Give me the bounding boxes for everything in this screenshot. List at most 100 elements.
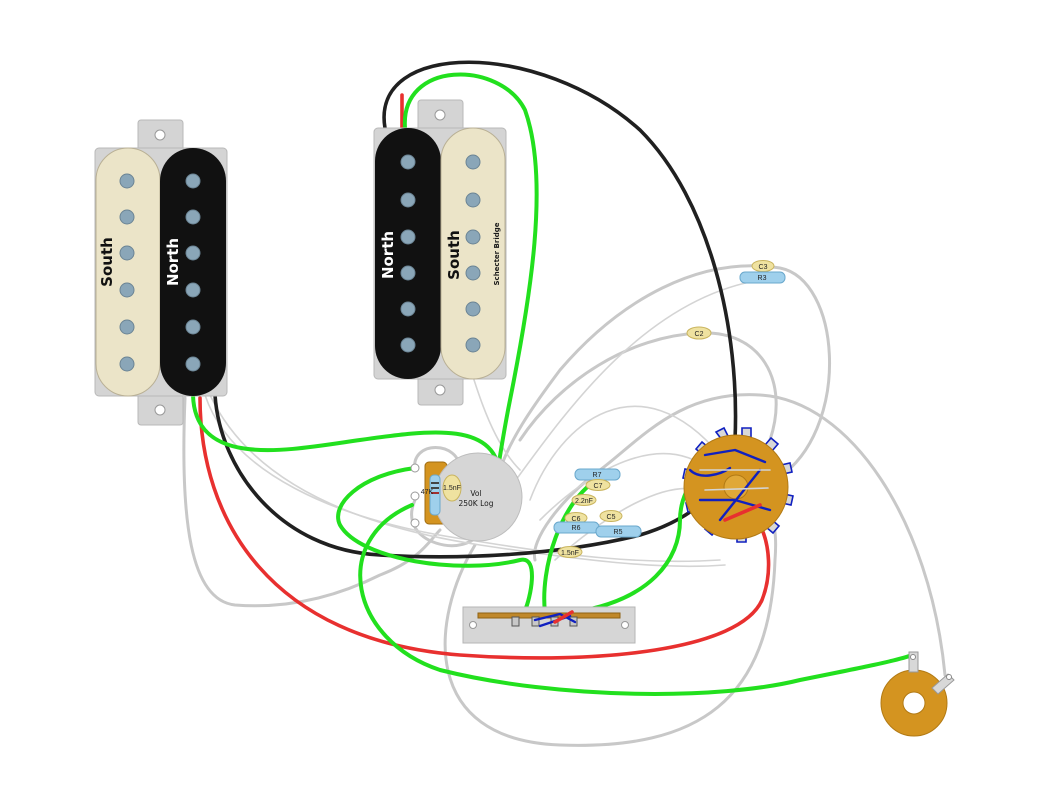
pot-lug <box>410 491 420 501</box>
capacitor-1-5nf <box>557 546 583 558</box>
capacitor-c7-label: C7 <box>594 483 603 490</box>
pole-piece <box>465 301 481 317</box>
neck-screw-hole-bottom <box>154 404 166 416</box>
bridge-coil-left-label: North <box>379 231 397 279</box>
pot-resistor-label: 47K <box>421 489 434 496</box>
resistor-band <box>431 482 439 484</box>
bridge-screw-hole-top <box>434 109 446 121</box>
resistor-band <box>431 487 439 489</box>
pot-lug <box>410 463 420 473</box>
neck-coil-north <box>160 148 226 396</box>
switch-jumper <box>718 468 762 522</box>
capacitor-1-5nf-label: 1.5nF <box>561 550 579 557</box>
volume-pot: Vol 250K Log 47K 1.5nF <box>410 452 523 542</box>
resistor-r5-label: R5 <box>614 529 623 536</box>
capacitor-2-2nf-label: 2.2nF <box>575 498 593 505</box>
pole-piece <box>400 301 416 317</box>
pole-piece <box>400 265 416 281</box>
selector-plate <box>462 606 636 644</box>
pole-piece <box>119 173 135 189</box>
wire-green-neck-to-pot <box>191 393 502 482</box>
pole-piece <box>119 356 135 372</box>
neck-coil-left-label: South <box>98 237 116 287</box>
pole-piece <box>400 229 416 245</box>
pole-piece <box>465 192 481 208</box>
wire-grey-bundle-a <box>204 394 721 563</box>
pole-piece <box>465 154 481 170</box>
wire-grey-switch-fan2 <box>539 452 711 521</box>
pole-piece <box>119 245 135 261</box>
neck-pole-pieces <box>119 173 201 372</box>
components: C3 R3 C2 R7 C7 2.2nF C6 C5 R6 R5 1.5nF <box>553 260 786 558</box>
neck-pickup: South North <box>94 119 228 426</box>
wire-red-neck-to-switch <box>198 396 771 660</box>
switch-jumper <box>703 448 767 464</box>
selector-jumper <box>533 612 577 624</box>
pole-piece <box>400 154 416 170</box>
pot-cap-label: 1.5nF <box>443 485 461 492</box>
selector-lug <box>531 616 540 627</box>
resistor-r3 <box>739 271 786 284</box>
selector-jumper-red <box>553 610 574 624</box>
selector-screw-right <box>621 621 629 629</box>
pole-piece <box>465 265 481 281</box>
pole-piece <box>119 282 135 298</box>
pole-piece <box>185 319 201 335</box>
pole-piece <box>119 319 135 335</box>
resistor-r3-label: R3 <box>758 275 767 282</box>
capacitor-c5-label: C5 <box>607 514 616 521</box>
pole-piece <box>185 209 201 225</box>
wire-grey-c3-loop <box>498 264 832 475</box>
pole-piece <box>465 337 481 353</box>
wire-grey-pots-tree <box>504 279 761 496</box>
bridge-coil-south <box>440 127 506 380</box>
pole-piece <box>400 337 416 353</box>
switch-grey-link <box>704 487 769 491</box>
jack-hole <box>902 691 926 715</box>
bridge-coil-right-label: South <box>445 230 463 280</box>
neck-coil-right-label: North <box>164 238 182 286</box>
wire-grey-jack-sleeve <box>532 393 947 677</box>
selector-screw-left <box>469 621 477 629</box>
rotary-switch-center <box>723 474 749 500</box>
capacitor-c2-label: C2 <box>695 331 704 338</box>
resistor-r6-label: R6 <box>572 525 581 532</box>
pot-label-line2: 250K Log <box>458 499 493 508</box>
rotary-switch <box>682 426 794 543</box>
wire-green-pot-to-selector <box>336 466 534 612</box>
pole-piece <box>185 245 201 261</box>
jack-sleeve-hole <box>946 674 952 680</box>
bridge-pickup: North South Schecter Bridge <box>373 99 507 406</box>
jack-tip-hole <box>910 654 916 660</box>
pole-piece <box>185 356 201 372</box>
capacitor-c2 <box>686 326 712 340</box>
wire-green-selector-to-jack <box>358 503 914 696</box>
output-jack <box>880 651 955 737</box>
resistor-r5 <box>595 525 642 538</box>
resistor-r7-label: R7 <box>593 472 602 479</box>
capacitor-c7 <box>585 479 611 491</box>
pole-piece <box>465 229 481 245</box>
capacitor-c5 <box>599 510 623 522</box>
neck-screw-hole-top <box>154 129 166 141</box>
pole-piece <box>400 192 416 208</box>
pickup-selector <box>462 606 636 644</box>
wire-grey-bundle-b <box>209 394 726 568</box>
bridge-screw-hole-bottom <box>434 384 446 396</box>
selector-lug <box>511 616 520 627</box>
pole-piece <box>185 173 201 189</box>
capacitor-c3-label: C3 <box>759 264 768 271</box>
switch-jumper-red <box>723 503 762 522</box>
bridge-coil-north <box>375 128 441 379</box>
pole-piece <box>185 282 201 298</box>
bridge-pole-pieces <box>400 154 481 353</box>
pot-resistor <box>429 474 441 516</box>
capacitor-c6-label: C6 <box>572 516 581 523</box>
pole-piece <box>119 209 135 225</box>
capacitor-2-2nf <box>571 494 597 506</box>
jack-tip-lug <box>908 651 919 673</box>
wire-grey-switch-fan1 <box>529 405 721 501</box>
resistor-band <box>431 492 439 494</box>
bridge-model-label: Schecter Bridge <box>493 222 501 285</box>
